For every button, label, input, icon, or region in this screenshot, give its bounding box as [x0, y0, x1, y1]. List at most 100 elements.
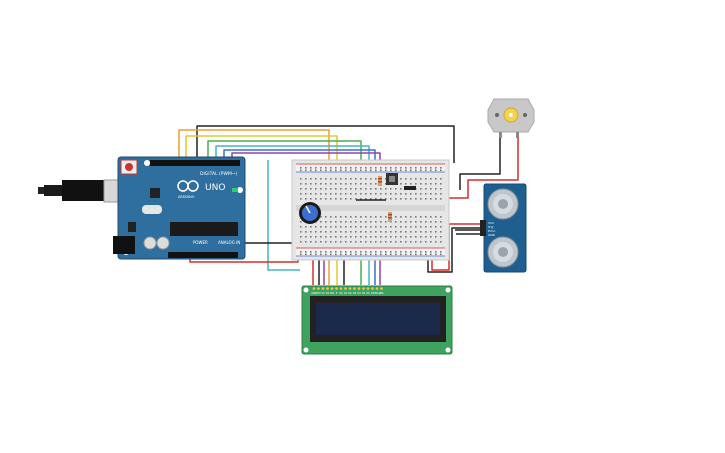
lcd-pin[interactable] [371, 287, 374, 290]
breadboard-hole [325, 188, 327, 190]
breadboard-hole [415, 183, 417, 185]
breadboard-hole [405, 236, 407, 238]
breadboard-hole [370, 221, 372, 223]
breadboard-hole [430, 241, 432, 243]
lcd-pin[interactable] [312, 287, 316, 290]
breadboard-hole [310, 198, 312, 200]
breadboard-hole [350, 183, 352, 185]
breadboard-hole [410, 183, 412, 185]
crystal [142, 205, 162, 214]
breadboard-holes [300, 167, 442, 256]
dc-jack [113, 236, 135, 254]
breadboard-hole [360, 236, 362, 238]
breadboard-hole [365, 183, 367, 185]
lcd-pin[interactable] [330, 287, 334, 290]
lcd-pin[interactable] [348, 287, 352, 290]
lcd-pin[interactable] [362, 287, 365, 290]
breadboard-hole [330, 253, 332, 256]
breadboard-hole [370, 193, 372, 195]
wire-black-sensor-2[interactable] [427, 227, 482, 273]
mount-hole [237, 187, 243, 193]
breadboard-hole [380, 236, 382, 238]
breadboard-hole [365, 253, 367, 256]
breadboard-hole [395, 221, 397, 223]
breadboard-hole [395, 193, 397, 195]
arduino-uno-board[interactable]: DIGITAL (PWM~) UNO ARDUINO POWER ANALOG … [113, 156, 246, 260]
digital-header [150, 160, 240, 166]
breadboard-hole [420, 226, 422, 228]
breadboard-hole [390, 193, 392, 195]
breadboard-hole [360, 216, 362, 218]
lcd-pin[interactable] [326, 287, 329, 290]
breadboard-hole [325, 231, 327, 233]
breadboard-hole [300, 169, 302, 172]
breadboard-hole [320, 251, 322, 253]
breadboard-hole [310, 167, 312, 169]
wire-teal-power[interactable] [267, 160, 300, 271]
wire-black-sensor[interactable] [459, 136, 501, 190]
breadboard-hole [385, 221, 387, 223]
lcd-pin[interactable] [344, 287, 347, 290]
breadboard-hole [385, 167, 387, 169]
resistor[interactable] [388, 212, 392, 222]
breadboard-hole [400, 221, 402, 223]
breadboard-hole [350, 188, 352, 190]
breadboard-hole [340, 241, 342, 243]
breadboard-hole [435, 221, 437, 223]
breadboard-hole [405, 251, 407, 253]
breadboard[interactable] [291, 159, 450, 261]
breadboard-hole [370, 183, 372, 185]
breadboard-hole [365, 226, 367, 228]
breadboard-hole [410, 226, 412, 228]
breadboard-hole [385, 251, 387, 253]
lcd-pin[interactable] [321, 287, 325, 290]
breadboard-hole [310, 231, 312, 233]
lcd-pin-label: RW [330, 292, 335, 295]
dc-motor[interactable] [487, 98, 535, 138]
breadboard-hole [440, 188, 442, 190]
breadboard-hole [415, 253, 417, 256]
breadboard-hole [315, 236, 317, 238]
breadboard-hole [415, 231, 417, 233]
breadboard-hole [320, 167, 322, 169]
resistor[interactable] [378, 176, 382, 186]
breadboard-hole [320, 236, 322, 238]
lcd-pin[interactable] [375, 287, 379, 290]
breadboard-hole [340, 251, 342, 253]
wire-red-sensor[interactable] [431, 223, 482, 271]
wire-red-motor[interactable] [430, 136, 519, 199]
breadboard-hole [400, 193, 402, 195]
breadboard-hole [340, 167, 342, 169]
breadboard-hole [315, 251, 317, 253]
wire-orange-1[interactable] [178, 129, 330, 180]
breadboard-hole [440, 251, 442, 253]
breadboard-hole [430, 193, 432, 195]
breadboard-hole [380, 193, 382, 195]
board-model-label: UNO [205, 183, 225, 193]
lcd-pin[interactable] [380, 287, 383, 290]
breadboard-hole [420, 188, 422, 190]
breadboard-hole [355, 183, 357, 185]
lcd-pin[interactable] [357, 287, 361, 290]
breadboard-hole [440, 169, 442, 172]
breadboard-hole [335, 251, 337, 253]
diode[interactable] [404, 186, 416, 190]
wire-black-top[interactable] [196, 125, 455, 163]
potentiometer[interactable] [299, 202, 321, 224]
lcd-pin[interactable] [339, 287, 343, 290]
lcd-pin[interactable] [317, 287, 320, 290]
breadboard-hole [400, 251, 402, 253]
transistor[interactable] [386, 173, 398, 185]
lcd-pin[interactable] [366, 287, 370, 290]
breadboard-hole [355, 167, 357, 169]
potentiometer-knob-indicator [305, 205, 311, 214]
lcd-pin[interactable] [353, 287, 356, 290]
breadboard-hole [335, 169, 337, 172]
breadboard-hole [345, 188, 347, 190]
lcd-pin[interactable] [335, 287, 338, 290]
breadboard-hole [340, 193, 342, 195]
breadboard-hole [320, 226, 322, 228]
breadboard-hole [370, 226, 372, 228]
